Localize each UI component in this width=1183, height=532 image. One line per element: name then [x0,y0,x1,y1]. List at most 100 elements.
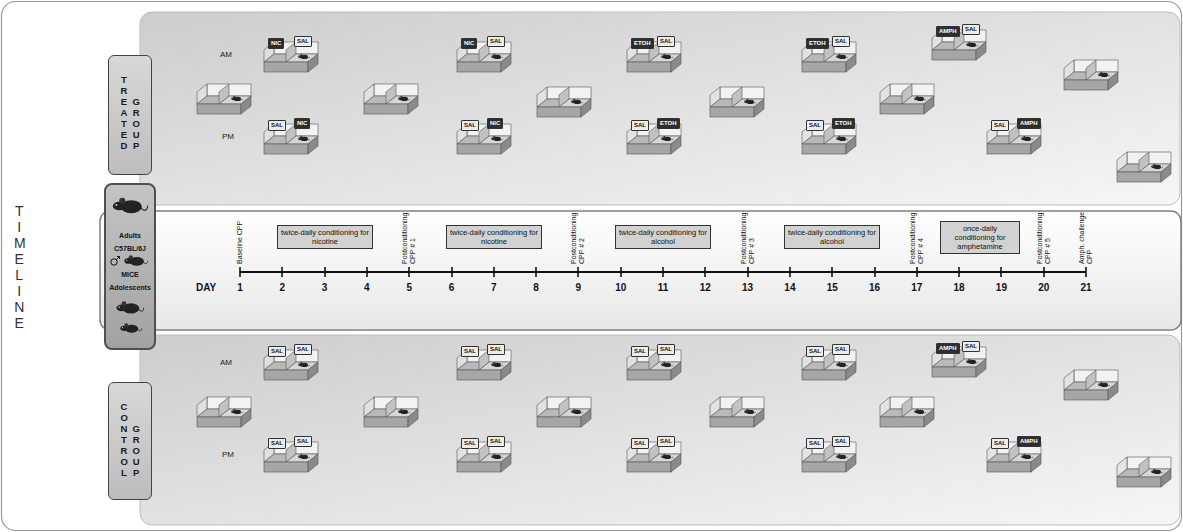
label-slot: 7 [491,282,497,294]
test-apparatus [537,397,591,427]
drug-tag: ETOH [832,118,855,129]
tag-text: SAL [464,121,476,130]
box-text: twice-daily conditioning for nicotine [450,228,538,246]
axis-tick [535,267,537,277]
day-number: 17 [911,282,922,294]
test-apparatus [537,87,591,117]
label-slot: PM [222,132,234,142]
tag-text: SAL [809,439,821,448]
test-apparatus [364,397,418,427]
day-number: 9 [576,282,582,294]
timeline-band [100,211,1181,330]
drug-tag: SAL [487,36,505,47]
box-text: twice-daily conditioning for alcohol [788,228,876,246]
drug-tag: SAL [631,346,649,357]
drug-tag: SAL [832,436,850,447]
tag-text: SAL [297,437,309,446]
axis-tick [493,267,495,277]
drug-tag: SAL [294,436,312,447]
conditioning-box: twice-daily conditioning for nicotine [277,225,373,249]
tag-text: SAL [809,347,821,356]
test-apparatus [710,87,764,117]
label-slot: 12 [700,282,711,294]
drug-tag: SAL [962,24,980,35]
tag-text: ETOH [835,119,852,128]
test-label: Postconditioning CPP # 3 [740,202,756,264]
test-apparatus [1064,60,1118,90]
drug-tag: SAL [832,36,850,47]
treated-panel [140,12,1180,205]
day-number: 10 [615,282,626,294]
tag-text: SAL [660,37,672,46]
day-number: 8 [533,282,539,294]
day-number: 18 [954,282,965,294]
label-slot: Postconditioning CPP # 5 [1036,202,1052,264]
day-number: 15 [827,282,838,294]
label-slot: 10 [615,282,626,294]
day-number: 21 [1080,282,1091,294]
tag-text: SAL [994,439,1006,448]
tag-text: SAL [271,347,283,356]
axis-tick [324,267,326,277]
cohort-box: CONTROLGROUP [108,382,152,500]
drug-tag: SAL [631,438,649,449]
drug-tag: SAL [268,346,286,357]
tag-text: SAL [994,121,1006,130]
label-slot: 2 [280,282,286,294]
test-apparatus [1117,457,1171,487]
tag-text: SAL [809,121,821,130]
tag-text: AMPH [1020,437,1038,446]
drug-tag: SAL [806,438,824,449]
axis-tick [958,267,960,277]
drug-tag: SAL [991,120,1009,131]
tag-text: SAL [271,439,283,448]
tag-text: NIC [464,39,474,48]
day-number: 4 [364,282,370,294]
male-symbol-arrow [116,257,119,260]
mouse-icon [113,198,148,214]
axis-tick [366,267,368,277]
tag-text: SAL [835,345,847,354]
mouse-icon [120,323,142,333]
label-slot: 21 [1080,282,1091,294]
axis-tick [281,267,283,277]
label-slot: 18 [954,282,965,294]
drug-tag: SAL [268,120,286,131]
day-number: 14 [784,282,795,294]
drug-tag: SAL [294,36,312,47]
strain-text: MICE [121,270,139,279]
drug-tag: SAL [657,436,675,447]
test-label: Amph. challenge CPP [1078,202,1094,264]
cohort-box: TREATEDGROUP [108,55,152,175]
label-slot: 11 [658,282,669,294]
test-apparatus [197,397,251,427]
day-number: 12 [700,282,711,294]
axis-tick [620,267,622,277]
tag-text: SAL [660,437,672,446]
label-slot: Postconditioning CPP # 2 [570,202,586,264]
label-slot: 9 [576,282,582,294]
label-slot: PM [222,450,234,460]
day-number: 11 [658,282,669,294]
drug-tag: AMPH [1017,436,1041,447]
strain-text: Adults [119,231,141,240]
test-apparatus [197,84,251,114]
label-slot: 17 [911,282,922,294]
tag-text: SAL [297,37,309,46]
tag-text: ETOH [660,119,677,128]
drug-tag: SAL [268,438,286,449]
tag-text: SAL [464,439,476,448]
tag-text: AMPH [1020,119,1038,128]
label-slot: 4 [364,282,370,294]
conditioning-box: twice-daily conditioning for alcohol [615,225,711,249]
day-number: 16 [869,282,880,294]
drug-tag: SAL [657,36,675,47]
label-slot: 1 [237,282,243,294]
side-title: TIMELINE [14,203,25,331]
axis-tick [1085,267,1087,277]
test-apparatus [880,84,934,114]
tag-text: AMPH [939,344,957,353]
strain-box: AdultsC57BL/6JMICEAdolescents [104,183,156,350]
